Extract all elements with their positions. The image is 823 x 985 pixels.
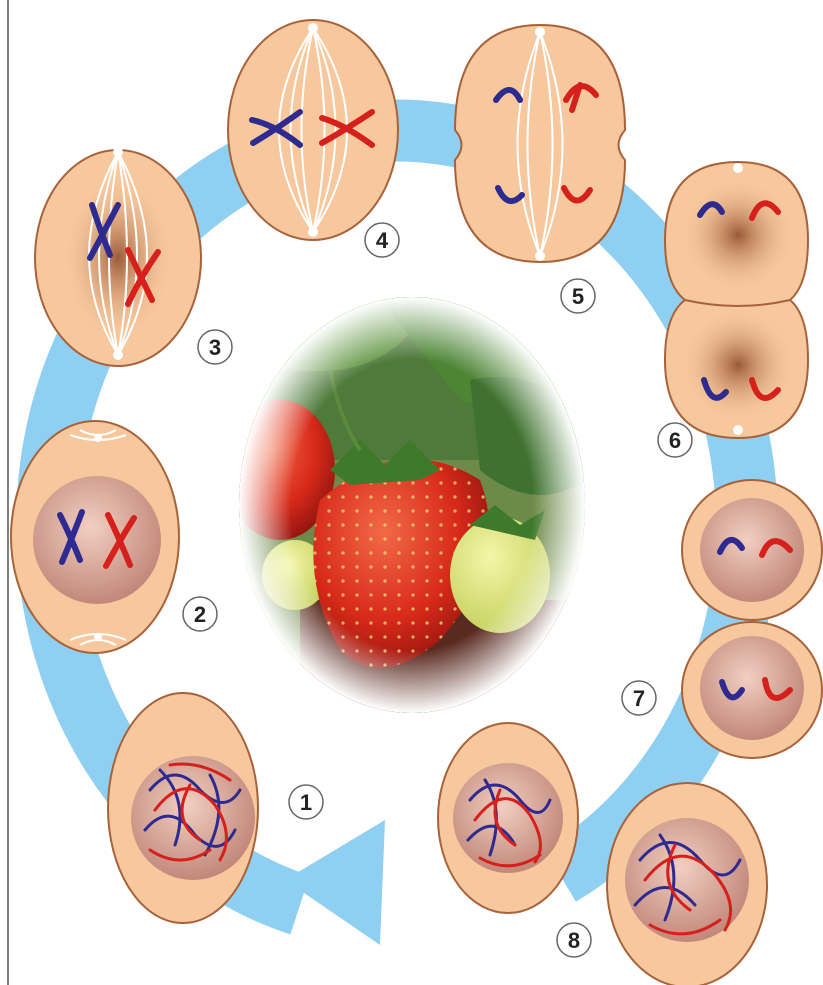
step-label-8: 8 [557, 923, 591, 957]
stage-5-cell [455, 25, 625, 262]
svg-text:1: 1 [300, 790, 312, 815]
strawberry-plant-photo [225, 289, 600, 730]
stage-7-cells [682, 480, 822, 758]
stage-6-cell [665, 162, 808, 438]
step-label-5: 5 [561, 279, 595, 313]
step-label-4: 4 [365, 223, 399, 257]
stage-3-cell [35, 147, 201, 366]
stage-4-cell [228, 20, 398, 240]
svg-text:5: 5 [572, 284, 584, 309]
svg-text:8: 8 [568, 928, 580, 953]
step-label-7: 7 [622, 681, 656, 715]
step-label-6: 6 [658, 423, 692, 457]
svg-text:4: 4 [376, 228, 389, 253]
stage-2-cell [11, 421, 179, 653]
svg-text:6: 6 [669, 428, 681, 453]
step-label-2: 2 [183, 597, 217, 631]
svg-text:3: 3 [209, 335, 221, 360]
svg-text:7: 7 [633, 686, 645, 711]
step-label-3: 3 [198, 330, 232, 364]
step-label-1: 1 [289, 785, 323, 819]
stage-1-cell [108, 693, 258, 923]
svg-text:2: 2 [194, 602, 206, 627]
